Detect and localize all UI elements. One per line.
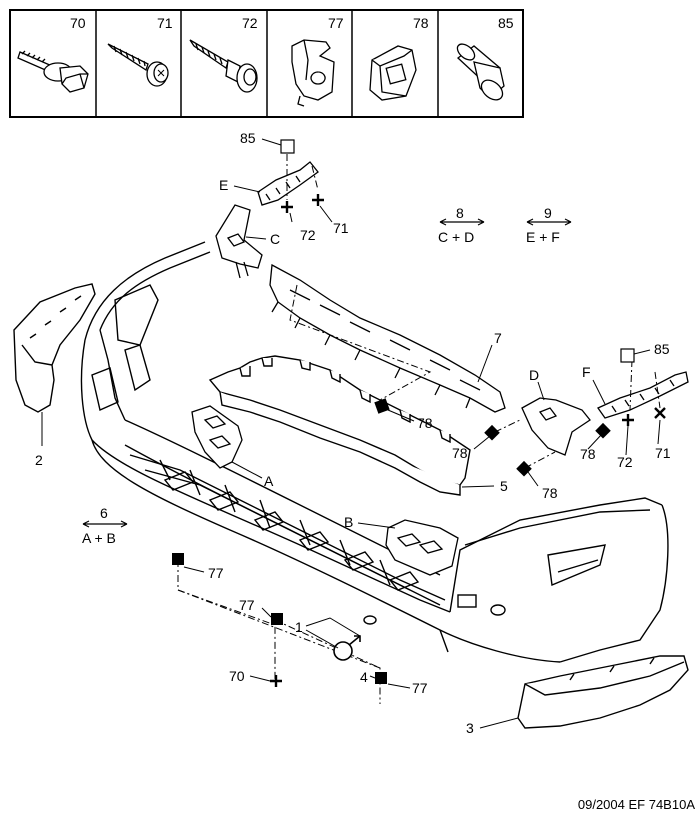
side-bracket-d <box>521 397 591 456</box>
callout-4: 4 <box>360 669 368 685</box>
callout-d: D <box>529 367 539 383</box>
right-corner-trim <box>517 655 689 729</box>
fastener-panel: 70 71 72 77 78 85 <box>9 9 524 118</box>
marker-78-d-left <box>484 424 500 441</box>
callout-f: F <box>582 364 591 380</box>
kit-arrows <box>82 218 572 528</box>
left-corner-trim <box>13 283 96 413</box>
fastener-markers <box>172 398 611 684</box>
callout-77-middle: 77 <box>239 597 255 613</box>
rear-bumper-cover <box>80 241 669 663</box>
callout-e: E <box>219 177 228 193</box>
side-bracket-c <box>215 204 263 279</box>
assembly-guide-lines <box>177 154 661 704</box>
callout-78-d-lower: 78 <box>542 485 558 501</box>
fastener-ref-72: 72 <box>242 15 258 31</box>
plug-85-marker-right <box>620 348 635 363</box>
marker-77-middle <box>271 613 283 625</box>
side-bracket-e <box>257 161 319 206</box>
marker-78-beam <box>374 398 390 414</box>
marker-71-top <box>312 194 324 206</box>
callout-78-beam: 78 <box>417 415 433 431</box>
callout-77-right: 77 <box>412 680 428 696</box>
marker-77-left <box>172 553 184 565</box>
callout-70: 70 <box>229 668 245 684</box>
kit-6-contents: A + B <box>82 530 116 546</box>
leader-lines <box>41 138 661 729</box>
clip-nut-icon <box>291 39 335 107</box>
plastic-plug-icon <box>456 43 505 101</box>
drawing-footer: 09/2004 EF 74B10A <box>520 797 695 812</box>
guide-bracket-a <box>191 405 243 469</box>
fastener-ref-78: 78 <box>413 15 429 31</box>
footer-date: 09/2004 <box>577 797 625 812</box>
screw-with-collar-icon <box>189 39 258 93</box>
callout-85-right: 85 <box>654 341 670 357</box>
screw-markers <box>270 194 666 687</box>
callout-1: 1 <box>295 619 303 635</box>
fastener-ref-71: 71 <box>157 15 173 31</box>
kit-6-number: 6 <box>100 505 108 521</box>
marker-71-right <box>654 407 666 419</box>
callout-78-d-right: 78 <box>580 446 596 462</box>
callout-77-left: 77 <box>208 565 224 581</box>
guide-bracket-b <box>385 519 459 576</box>
callout-72-right: 72 <box>617 454 633 470</box>
callout-71-right: 71 <box>655 445 671 461</box>
callout-71-top: 71 <box>333 220 349 236</box>
energy-absorber <box>208 355 471 496</box>
marker-77-right <box>375 672 387 684</box>
callout-2: 2 <box>35 452 43 468</box>
marker-72-right <box>622 414 634 426</box>
callout-labels: 85 E C 72 71 8 C + D 9 E + F 85 F D 7 78… <box>35 130 671 736</box>
callout-7: 7 <box>494 330 502 346</box>
callout-85-top: 85 <box>240 130 256 146</box>
callout-a: A <box>264 473 274 489</box>
bolt-with-washer-icon <box>17 50 89 93</box>
footer-reference: EF 74B10A <box>628 797 696 812</box>
callout-5: 5 <box>500 478 508 494</box>
fastener-ref-70: 70 <box>70 15 86 31</box>
plug-85-marker-top <box>280 139 295 154</box>
callout-78-d-left: 78 <box>452 445 468 461</box>
callout-3: 3 <box>466 720 474 736</box>
fastener-ref-77: 77 <box>328 15 344 31</box>
kit-8-contents: C + D <box>438 229 474 245</box>
kit-9-number: 9 <box>544 205 552 221</box>
bumper-beam <box>269 263 506 413</box>
callout-72-top: 72 <box>300 227 316 243</box>
callout-b: B <box>344 514 353 530</box>
side-bracket-f <box>597 371 689 419</box>
tow-eye-cover <box>333 635 361 661</box>
grommet-icon <box>369 45 417 101</box>
marker-72-top <box>281 201 293 213</box>
callout-c: C <box>270 231 280 247</box>
marker-70-bottom <box>270 675 282 687</box>
kit-9-contents: E + F <box>526 229 560 245</box>
fastener-ref-85: 85 <box>498 15 514 31</box>
kit-8-number: 8 <box>456 205 464 221</box>
self-tapping-screw-icon <box>107 43 169 87</box>
marker-78-d-right <box>595 422 611 439</box>
